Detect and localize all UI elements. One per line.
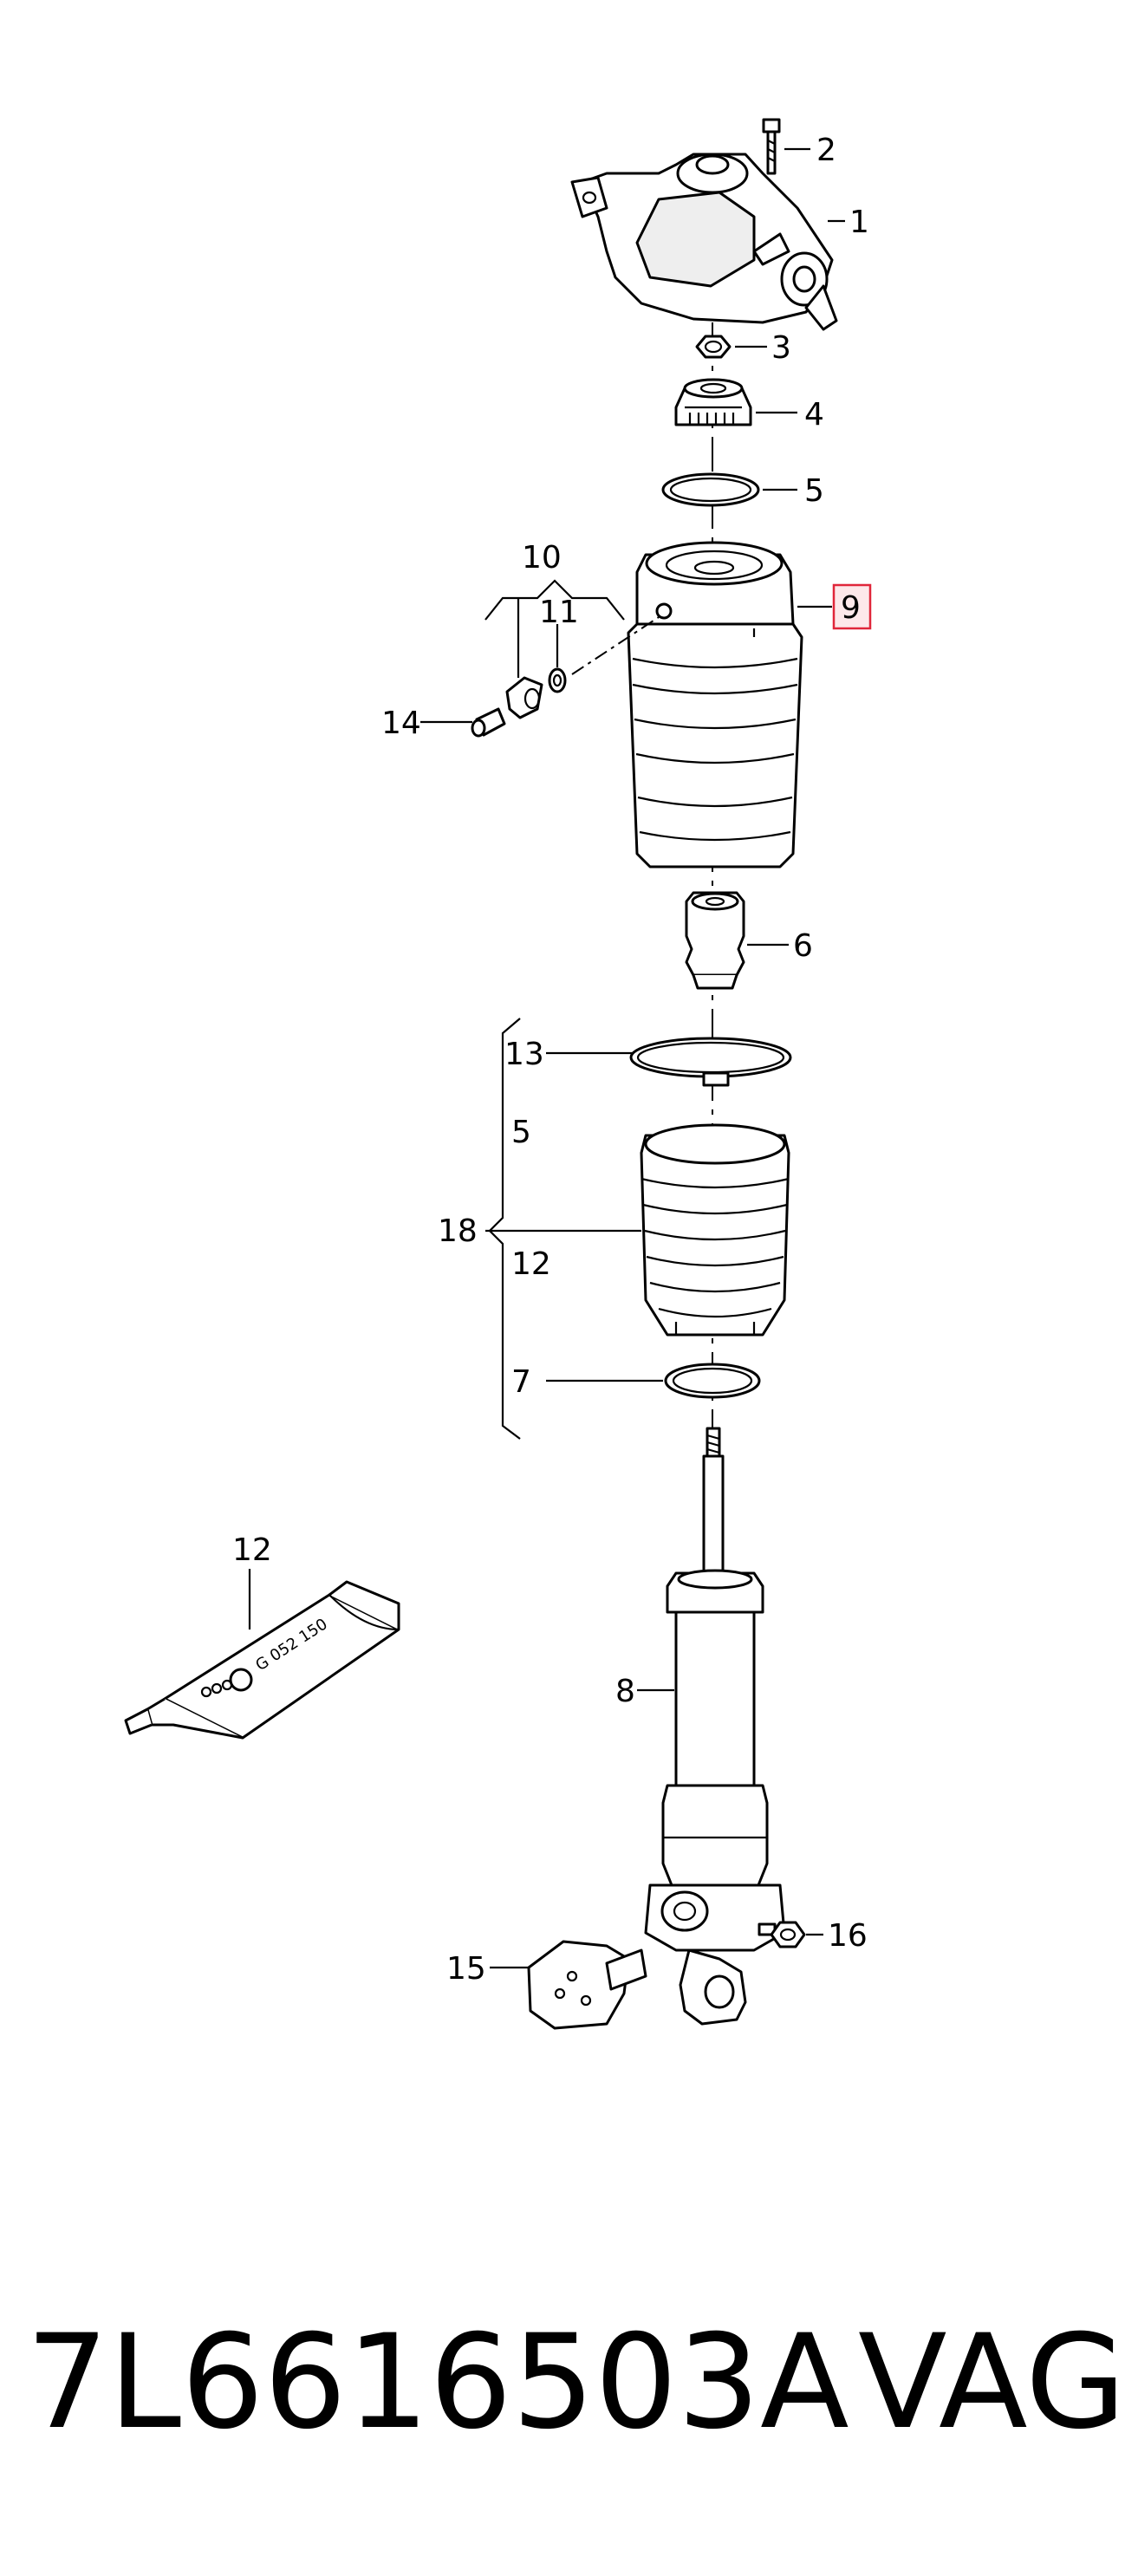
callout-9-highlight xyxy=(832,583,872,630)
callout-1: 1 xyxy=(849,205,869,240)
group-10-bracket xyxy=(484,579,625,621)
part-12-bellows xyxy=(640,1123,790,1337)
callout-12-tube: 12 xyxy=(232,1532,272,1568)
part-1-upper-mount xyxy=(570,153,838,331)
callout-16: 16 xyxy=(828,1918,868,1954)
callout-9: 9 xyxy=(841,590,861,626)
part-number: 7L6616503A xyxy=(26,2307,849,2458)
part-14-valve-core xyxy=(471,707,506,738)
callout-10: 10 xyxy=(522,540,562,576)
part-7-ring xyxy=(664,1363,761,1399)
callout-8: 8 xyxy=(615,1674,635,1709)
part-12-grease-tube: G 052 150 xyxy=(124,1580,400,1740)
callout-4: 4 xyxy=(804,397,824,433)
callout-11: 11 xyxy=(539,595,579,630)
part-16-nut xyxy=(770,1921,806,1948)
part-8-shock-absorber xyxy=(644,1427,786,2026)
leader-lines xyxy=(248,147,845,1969)
part-2-bolt xyxy=(762,118,781,175)
part-6-bump-stop xyxy=(685,891,745,990)
callout-2: 2 xyxy=(816,133,836,168)
brand: VAG xyxy=(858,2307,1126,2458)
part-9-air-spring xyxy=(627,541,803,868)
callout-5: 5 xyxy=(804,473,824,509)
callout-13: 13 xyxy=(504,1037,544,1072)
callout-15: 15 xyxy=(446,1951,486,1987)
part-5-o-ring xyxy=(661,472,760,507)
part-10-valve xyxy=(505,676,543,719)
part-13-clamp xyxy=(629,1037,792,1087)
part-4-bearing xyxy=(674,378,752,426)
part-11-o-ring xyxy=(548,667,567,693)
callout-14: 14 xyxy=(381,706,421,741)
callout-6: 6 xyxy=(793,928,813,964)
callouts: 1 2 3 4 5 9 10 11 14 6 13 5 18 12 7 12 8… xyxy=(232,133,869,1987)
callout-3: 3 xyxy=(771,330,791,366)
callout-18-sub12: 12 xyxy=(511,1246,551,1282)
callout-7: 7 xyxy=(511,1364,531,1400)
part-15-clamp xyxy=(527,1940,647,2030)
part-3-nut xyxy=(695,335,732,359)
group-18-bracket xyxy=(485,1018,641,1440)
callout-18-sub5: 5 xyxy=(511,1115,531,1150)
callout-18: 18 xyxy=(438,1213,478,1249)
